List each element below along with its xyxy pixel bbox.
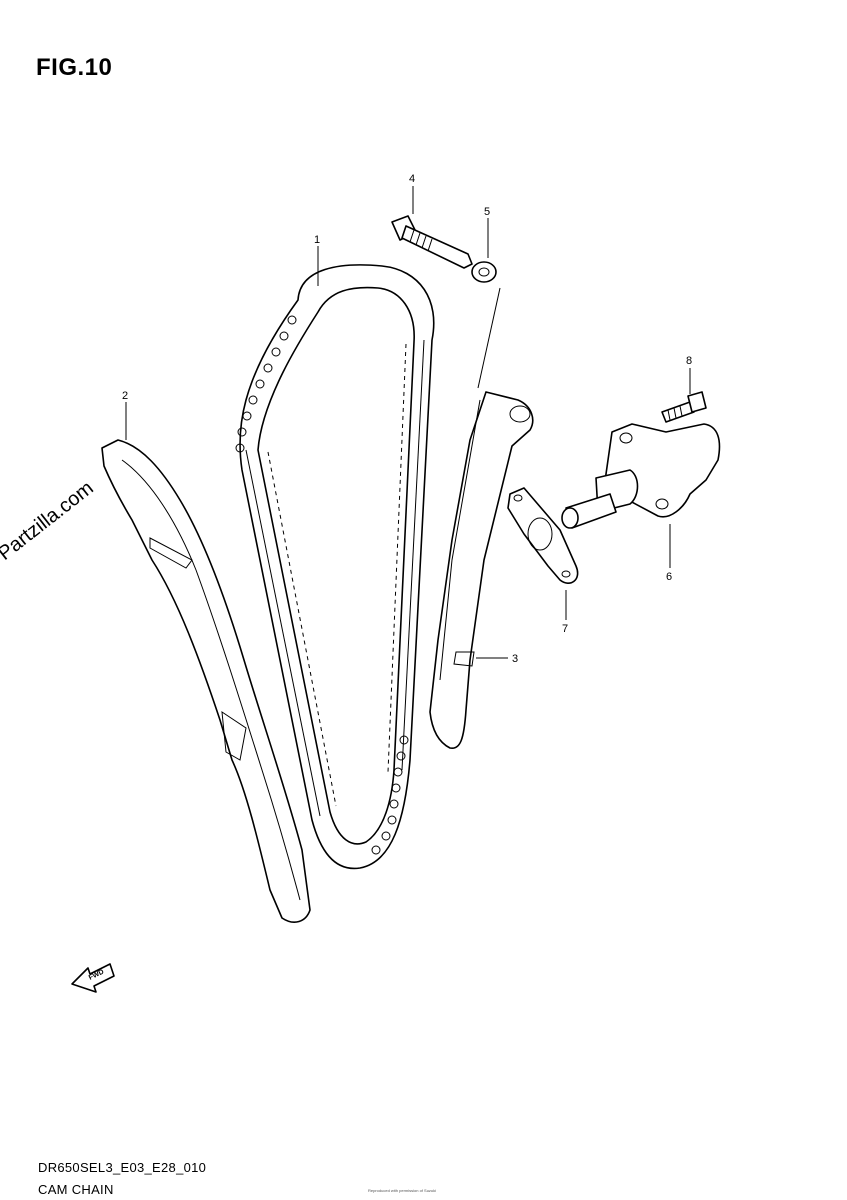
gasket-part[interactable]	[507, 487, 579, 584]
cam-chain-part[interactable]	[235, 264, 435, 870]
callout-6: 6	[666, 571, 672, 583]
callout-8: 8	[686, 355, 692, 367]
diagram-name: CAM CHAIN	[38, 1182, 114, 1197]
guide-bolt-part[interactable]	[391, 215, 473, 269]
tensioner-guide-part[interactable]	[429, 391, 534, 749]
adjuster-bolt-part[interactable]	[661, 391, 707, 423]
forward-arrow-icon: FWD	[71, 963, 115, 993]
callout-5: 5	[484, 206, 490, 218]
callout-1: 1	[314, 234, 320, 246]
chain-links-lower	[371, 735, 409, 855]
callout-2: 2	[122, 390, 128, 402]
callout-4: 4	[409, 173, 415, 185]
callout-labels: 1 2 3 4 5 6 7 8	[122, 173, 692, 665]
chain-guide-part[interactable]	[101, 439, 311, 923]
chain-links-upper	[235, 315, 297, 453]
figure-title: FIG.10	[36, 54, 113, 81]
leader-lines	[125, 186, 691, 659]
diagram-code: DR650SEL3_E03_E28_010	[38, 1160, 207, 1175]
fine-print: Reproduced with permission of Suzuki	[368, 1188, 437, 1193]
washer-part[interactable]	[471, 261, 497, 283]
callout-3: 3	[512, 653, 518, 665]
callout-7: 7	[562, 623, 568, 635]
tensioner-adjuster-part[interactable]	[561, 423, 721, 529]
